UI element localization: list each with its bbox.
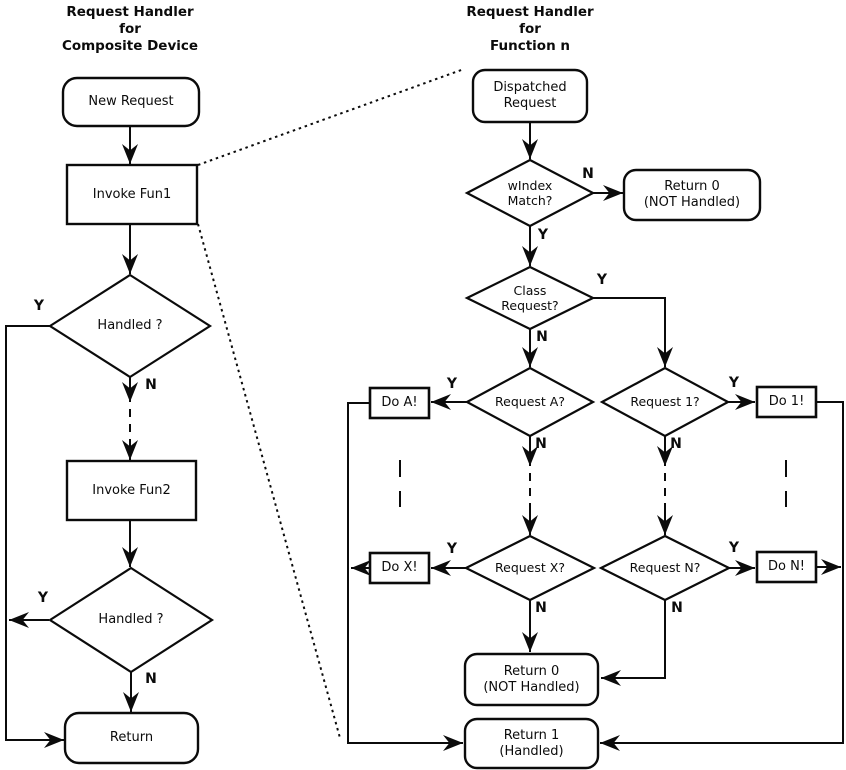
right-chart-title: Request Handler for Function n	[466, 3, 594, 54]
node-request-n-shape	[598, 534, 732, 602]
node-request-a-label: Request A?	[495, 394, 565, 410]
node-invoke-fun1-shape	[65, 163, 199, 226]
node-new-request-shape	[61, 76, 201, 128]
edge-class-yes-request1	[593, 297, 673, 367]
node-class-request-shape	[464, 265, 596, 331]
branch-label-requesta-no: N	[535, 436, 547, 452]
node-handled2-shape	[47, 566, 215, 674]
branch-label-handled2-no: N	[145, 671, 157, 687]
node-handled1-shape	[47, 273, 213, 379]
node-request-x-label: Request X?	[495, 560, 565, 576]
node-dispatched-shape	[471, 68, 589, 124]
node-return0-bottom-shape	[463, 652, 600, 707]
node-return-shape	[63, 711, 200, 765]
branch-label-request1-no: N	[670, 436, 682, 452]
branch-label-windex-yes: Y	[537, 227, 549, 243]
node-return0-top-shape	[622, 168, 762, 222]
node-return1-label: Return 1 (Handled)	[499, 727, 564, 759]
node-class-request-label: Class Request?	[501, 282, 559, 313]
node-return0-bottom-label: Return 0 (NOT Handled)	[483, 663, 580, 695]
node-handled1-label: Handled ?	[97, 318, 163, 334]
node-do-n-shape	[755, 550, 818, 584]
node-do-a-shape	[368, 386, 431, 420]
zoom-indicator-line-bottom	[197, 223, 341, 739]
branch-label-handled1-no: N	[145, 377, 157, 393]
branch-label-class-yes: Y	[596, 272, 608, 288]
zoom-indicator-line-top	[197, 68, 465, 166]
edge-handled1-yes-return	[5, 325, 64, 748]
node-windex-shape	[464, 158, 596, 228]
node-handled2-label: Handled ?	[98, 612, 164, 628]
node-do-n-label: Do N!	[767, 559, 806, 575]
node-do-a-label: Do A!	[381, 395, 418, 411]
node-new-request-label: New Request	[88, 94, 174, 110]
node-do-x-shape	[368, 551, 431, 585]
node-request-x-shape	[463, 534, 597, 602]
node-request-n-label: Request N?	[629, 560, 701, 576]
node-invoke-fun1-label: Invoke Fun1	[92, 186, 172, 202]
branch-label-requestn-yes: Y	[728, 540, 740, 556]
node-return0-top-label: Return 0 (NOT Handled)	[643, 179, 741, 210]
branch-label-request1-yes: Y	[728, 375, 740, 391]
node-request-1-shape	[599, 366, 731, 438]
node-windex-label: wIndex Match?	[507, 177, 553, 208]
node-do-1-shape	[755, 385, 818, 419]
edge-requestn-no-return0	[601, 600, 666, 686]
node-request-1-label: Request 1?	[630, 394, 700, 410]
node-return1-shape	[463, 717, 600, 770]
node-do-x-label: Do X!	[381, 560, 418, 576]
branch-label-requestx-no: N	[535, 600, 547, 616]
branch-label-requesta-yes: Y	[446, 376, 458, 392]
node-dispatched-label: Dispatched Request	[493, 80, 567, 111]
branch-label-requestn-no: N	[671, 600, 683, 616]
branch-label-handled2-yes: Y	[37, 590, 49, 606]
branch-label-windex-no: N	[582, 166, 594, 182]
branch-label-requestx-yes: Y	[446, 541, 458, 557]
branch-label-class-no: N	[536, 329, 548, 345]
node-request-a-shape	[464, 366, 596, 438]
left-chart-title: Request Handler for Composite Device	[61, 3, 199, 54]
node-do-1-label: Do 1!	[768, 394, 805, 410]
node-return-label: Return	[109, 730, 154, 746]
edge-do1-return1	[600, 401, 844, 751]
branch-label-handled1-yes: Y	[33, 298, 45, 314]
edge-doa-return1	[347, 402, 463, 751]
node-invoke-fun2-label: Invoke Fun2	[92, 482, 171, 498]
node-invoke-fun2-shape	[65, 459, 198, 522]
